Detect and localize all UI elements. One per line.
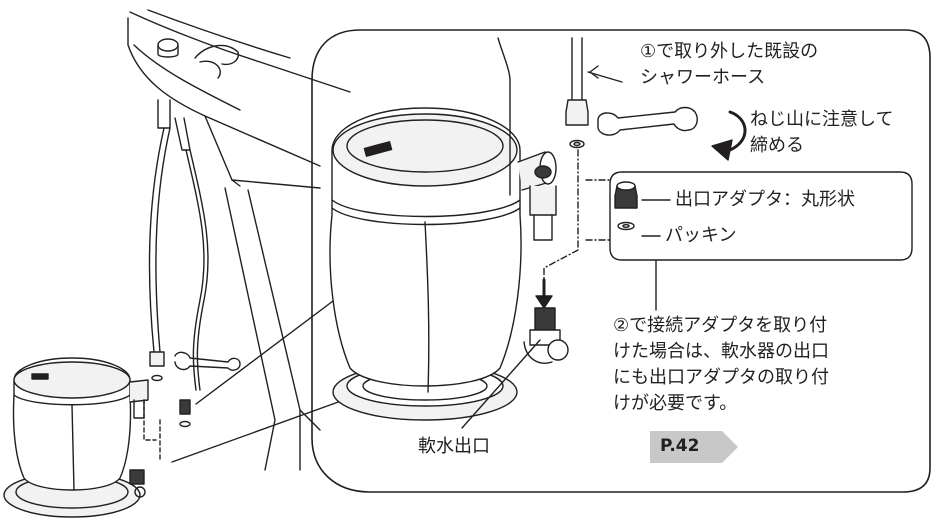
softwater-outlet-label: 軟水出口 <box>418 436 490 457</box>
note-line: けた場合は、軟水器の出口 <box>613 341 829 362</box>
packing-label: パッキン <box>665 225 737 246</box>
water-softener <box>329 107 569 421</box>
zoom-bubble <box>311 29 931 493</box>
tighten-label-line2: 締める <box>750 135 804 156</box>
small-water-softener <box>3 357 191 518</box>
page-ref-label: P.42 <box>660 436 700 456</box>
page-reference-link[interactable]: P.42 <box>650 431 740 463</box>
page-ref-arrow-icon <box>650 431 738 463</box>
shower-hose-label-line1: ①で取り外した既設の <box>640 41 819 62</box>
adapter-note: ②で接続アダプタを取り付 けた場合は、軟水器の出口 にも出口アダプタの取り付 け… <box>613 313 829 417</box>
note-line: にも出口アダプタの取り付 <box>613 367 829 388</box>
outlet-adapter-label: 出口アダプタ：丸形状 <box>675 189 855 210</box>
wash-basin <box>127 9 351 471</box>
adapter-detail <box>543 149 913 311</box>
note-line: けが必要です。 <box>613 393 738 414</box>
wrench <box>597 106 747 161</box>
note-line: ②で接続アダプタを取り付 <box>613 315 828 336</box>
tighten-label-line1: ねじ山に注意して <box>750 109 894 130</box>
shower-hose-label-line2: シャワーホース <box>640 67 766 88</box>
shower-hose <box>497 37 623 196</box>
